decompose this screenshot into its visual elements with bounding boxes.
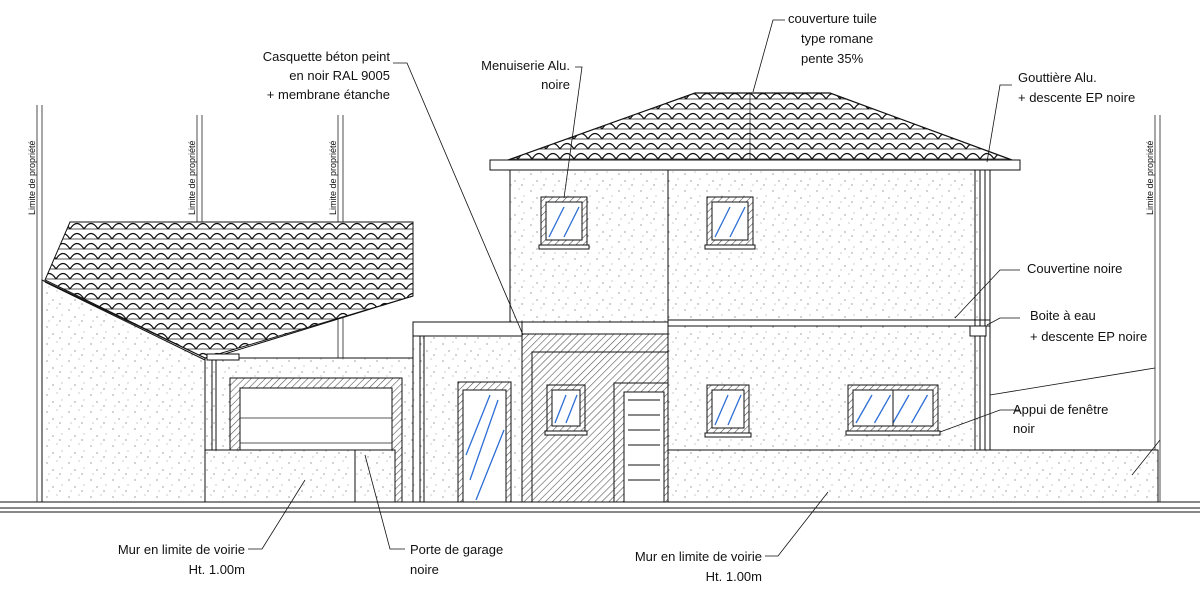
couverture-label-1: couverture tuile: [788, 11, 877, 26]
mur-left-label-2: Ht. 1.00m: [189, 562, 245, 577]
mur-right-label-1: Mur en limite de voirie: [635, 549, 762, 564]
appui-label-1: Appui de fenêtre: [1013, 402, 1108, 417]
glazing-stroke: [548, 206, 565, 238]
front-door: [613, 382, 669, 503]
mur-left-label-1: Mur en limite de voirie: [118, 542, 245, 557]
property-limit-label: Limite de propriété: [27, 140, 37, 215]
porte-label-2: noire: [410, 562, 439, 577]
casquette-label-1: Casquette béton peint: [263, 49, 391, 64]
casquette-label-2: en noir RAL 9005: [289, 68, 390, 83]
garden-wall-right: [667, 449, 1159, 503]
gouttiere-label-1: Gouttière Alu.: [1018, 70, 1097, 85]
window-sill: [544, 430, 588, 436]
glazing-stroke: [465, 394, 491, 456]
glazing-stroke: [475, 429, 505, 501]
main-roof: [489, 92, 1021, 171]
window-sill: [845, 430, 941, 436]
couverture-label-3: pente 35%: [801, 51, 864, 66]
ground-line: [0, 501, 1200, 513]
glazing-stroke: [892, 394, 910, 424]
boite-label-2: + descente EP noire: [1030, 329, 1147, 344]
property-limit-label: Limite de propriété: [328, 140, 338, 215]
window-sill: [704, 244, 756, 250]
casquette-label-3: + membrane étanche: [267, 87, 390, 102]
glazing-stroke: [910, 394, 929, 424]
glazing-stroke: [469, 399, 499, 481]
windows: [465, 196, 941, 501]
menuiserie-label-2: noire: [541, 77, 570, 92]
window-sill: [538, 244, 590, 250]
glazing-stroke: [855, 394, 873, 424]
gouttiere-label-2: + descente EP noire: [1018, 90, 1135, 105]
property-limit-label: Limite de propriété: [1145, 140, 1155, 215]
annotations: Casquette béton peint en noir RAL 9005 +…: [118, 11, 1147, 584]
boite-label-1: Boite à eau: [1030, 308, 1096, 323]
property-limit-label: Limite de propriété: [187, 140, 197, 215]
glazing-stroke: [563, 206, 580, 238]
garden-wall-left: [204, 449, 396, 503]
glazing-stroke: [554, 394, 567, 424]
glazing-stroke: [714, 206, 731, 238]
appui-label-2: noir: [1013, 421, 1035, 436]
porte-label-1: Porte de garage: [410, 542, 503, 557]
leader-lines: [248, 19, 1161, 557]
glazing-stroke: [873, 394, 892, 424]
mur-right-label-2: Ht. 1.00m: [706, 569, 762, 584]
glazing-stroke: [729, 206, 746, 238]
glazing-stroke: [714, 394, 729, 426]
downpipes: [969, 170, 991, 450]
entrance-block: [412, 321, 524, 503]
couverture-label-2: type romane: [801, 31, 873, 46]
glazing-stroke: [727, 394, 742, 426]
menuiserie-label-1: Menuiserie Alu.: [481, 58, 570, 73]
couvertine-label: Couvertine noire: [1027, 261, 1122, 276]
glazing-stroke: [565, 394, 578, 424]
window-sill: [704, 432, 752, 438]
